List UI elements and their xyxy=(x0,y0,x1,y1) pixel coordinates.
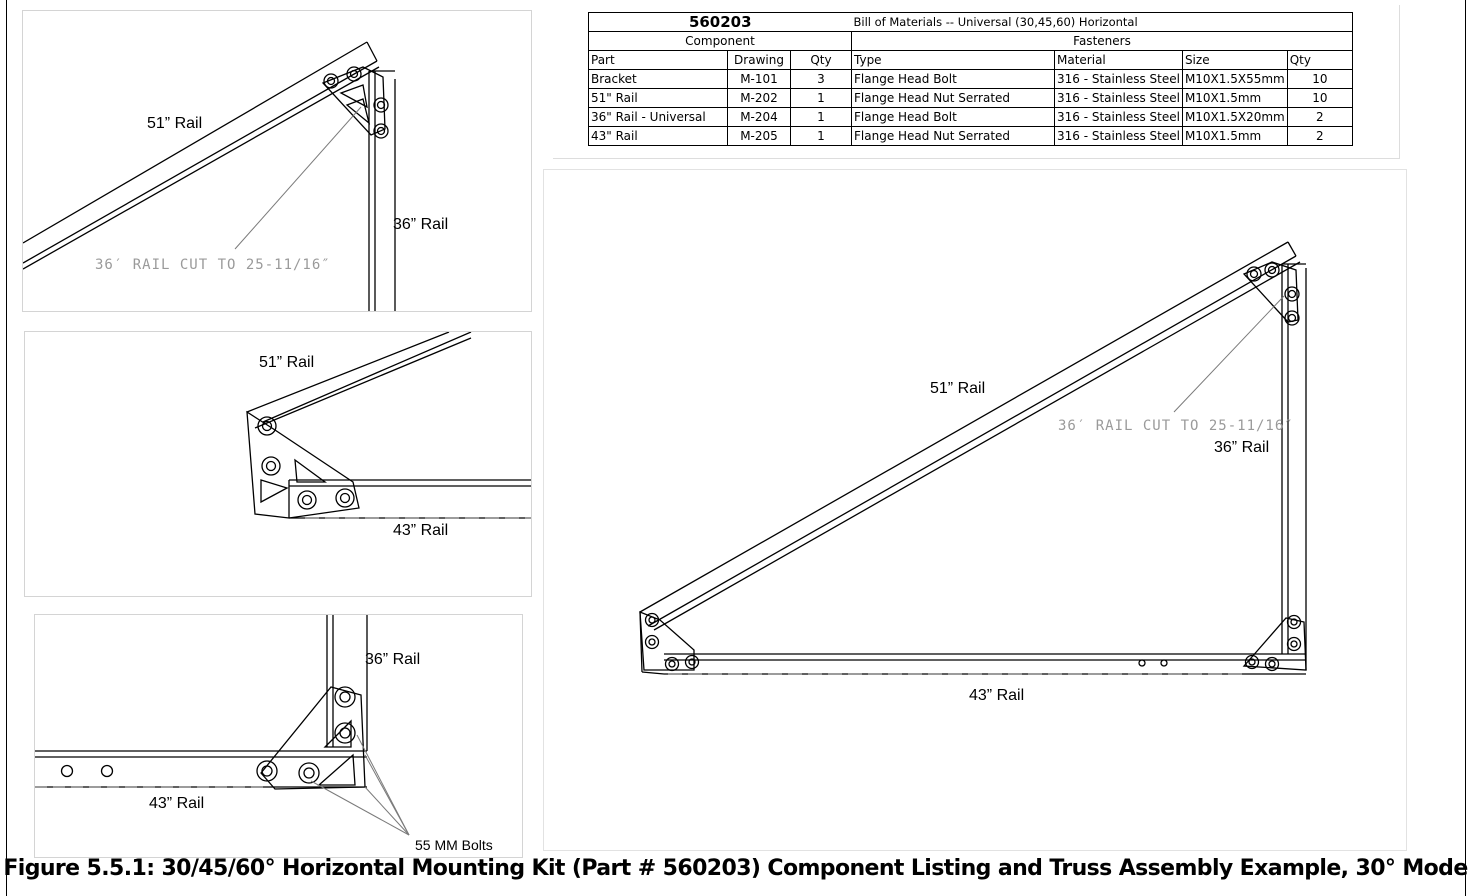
bom-component-header: Component xyxy=(588,31,852,51)
bom-col-header: Qty xyxy=(1286,50,1354,70)
bom-cell: 316 - Stainless Steel xyxy=(1054,69,1183,89)
bom-col-header: Type xyxy=(851,50,1055,70)
bom-header-row: Part Drawing Qty Type Material Size Qty xyxy=(588,50,1354,70)
label-bolts: 55 MM Bolts xyxy=(415,837,493,853)
bom-cell: M10X1.5X55mm xyxy=(1181,69,1288,89)
table-row: 36" Rail - Universal M-204 1 Flange Head… xyxy=(588,107,1354,127)
table-row: 51" Rail M-202 1 Flange Head Nut Serrate… xyxy=(588,88,1354,108)
bom-table: 560203 Bill of Materials -- Universal (3… xyxy=(588,12,1354,146)
detail-middle-panel: 51” Rail 43” Rail xyxy=(24,331,532,597)
label-36-rail: 36” Rail xyxy=(365,651,421,668)
bom-cell: M-205 xyxy=(727,126,791,146)
detail-top-panel: 51” Rail 36” Rail 36′ RAIL CUT TO 25-11/… xyxy=(22,10,532,312)
label-51-rail: 51” Rail xyxy=(259,354,315,371)
bom-col-header: Qty xyxy=(790,50,852,70)
bom-col-header: Drawing xyxy=(727,50,791,70)
detail-middle-drawing xyxy=(246,332,531,519)
bom-cell: 43" Rail xyxy=(588,126,728,146)
bom-cell: 36" Rail - Universal xyxy=(588,107,728,127)
label-51-rail: 51” Rail xyxy=(147,115,203,132)
bom-cell: 10 xyxy=(1286,69,1354,89)
bom-cell: 1 xyxy=(790,107,852,127)
bom-cell: 2 xyxy=(1286,107,1354,127)
bom-cell: Flange Head Bolt xyxy=(851,69,1055,89)
detail-top-drawing xyxy=(23,41,396,311)
truss-assembly-panel: 51” Rail 36′ RAIL CUT TO 25-11/16″ 36” R… xyxy=(543,169,1407,851)
bom-col-header: Part xyxy=(588,50,728,70)
bom-cell: 2 xyxy=(1286,126,1354,146)
bom-group-row: Component Fasteners xyxy=(588,31,1353,51)
frame-left-border xyxy=(6,0,7,896)
bom-cell: Flange Head Nut Serrated xyxy=(851,126,1055,146)
bom-cell: Bracket xyxy=(588,69,728,89)
label-51-rail: 51” Rail xyxy=(930,380,986,397)
detail-bottom-panel: 36” Rail 43” Rail 55 MM Bolts xyxy=(34,614,523,858)
cut-note: 36′ RAIL CUT TO 25-11/16″ xyxy=(95,257,331,273)
bom-cell: M-202 xyxy=(727,88,791,108)
bom-panel xyxy=(553,5,1400,159)
bom-part-number: 560203 xyxy=(588,12,852,32)
label-43-rail: 43” Rail xyxy=(969,687,1025,704)
detail-bottom-drawing xyxy=(35,615,410,836)
bom-cell: 10 xyxy=(1286,88,1354,108)
bom-cell: 316 - Stainless Steel xyxy=(1054,88,1183,108)
bom-cell: Flange Head Nut Serrated xyxy=(851,88,1055,108)
bom-cell: 1 xyxy=(790,88,852,108)
table-row: Bracket M-101 3 Flange Head Bolt 316 - S… xyxy=(588,69,1354,89)
bom-fasteners-header: Fasteners xyxy=(851,31,1353,51)
bom-cell: 3 xyxy=(790,69,852,89)
table-row: 43" Rail M-205 1 Flange Head Nut Serrate… xyxy=(588,126,1354,146)
label-36-rail: 36” Rail xyxy=(393,216,449,233)
label-43-rail: 43” Rail xyxy=(393,522,449,539)
bom-cell: M10X1.5mm xyxy=(1181,88,1288,108)
cut-note: 36′ RAIL CUT TO 25-11/16″ xyxy=(1058,418,1294,434)
bom-cell: M-101 xyxy=(727,69,791,89)
bom-cell: M10X1.5mm xyxy=(1181,126,1288,146)
bom-col-header: Size xyxy=(1181,50,1288,70)
bom-col-header: Material xyxy=(1054,50,1183,70)
bom-title: Bill of Materials -- Universal (30,45,60… xyxy=(851,12,1353,32)
bom-cell: M10X1.5X20mm xyxy=(1181,107,1288,127)
bom-title-row: 560203 Bill of Materials -- Universal (3… xyxy=(588,12,1353,32)
bom-cell: 316 - Stainless Steel xyxy=(1054,126,1183,146)
truss-assembly-drawing xyxy=(639,241,1307,675)
bom-cell: Flange Head Bolt xyxy=(851,107,1055,127)
bom-cell: M-204 xyxy=(727,107,791,127)
figure-caption: Figure 5.5.1: 30/45/60° Horizontal Mount… xyxy=(3,856,1468,881)
label-43-rail: 43” Rail xyxy=(149,795,205,812)
bom-cell: 316 - Stainless Steel xyxy=(1054,107,1183,127)
frame-right-border xyxy=(1465,0,1466,896)
bom-cell: 51" Rail xyxy=(588,88,728,108)
label-36-rail: 36” Rail xyxy=(1214,439,1270,456)
bom-cell: 1 xyxy=(790,126,852,146)
